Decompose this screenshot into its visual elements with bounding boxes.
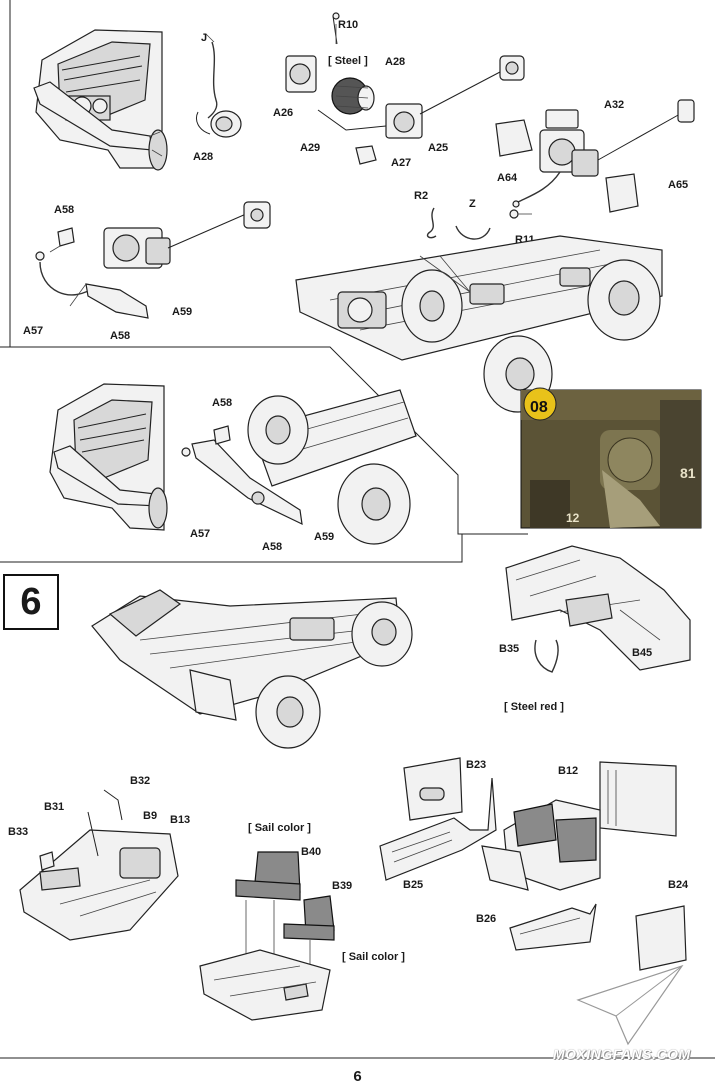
note-steel: [ Steel ]	[328, 55, 368, 67]
label-B25: B25	[403, 879, 423, 891]
label-B12: B12	[558, 765, 578, 777]
truck-front-winch-view	[33, 29, 168, 171]
label-R2: R2	[414, 190, 428, 202]
label-B26: B26	[476, 913, 496, 925]
reference-photo: 08 81 12	[520, 387, 702, 529]
inset-border-bottom	[0, 534, 463, 563]
label-A28-left: A28	[193, 151, 213, 163]
label-B24: B24	[668, 879, 689, 891]
note-sail-color-top: [ Sail color ]	[248, 822, 311, 834]
label-B31: B31	[44, 801, 64, 813]
label-B9: B9	[143, 810, 157, 822]
label-B32: B32	[130, 775, 150, 787]
photo-plate-number: 08	[530, 399, 548, 416]
label-A58-top-left: A58	[54, 204, 74, 216]
label-B23: B23	[466, 759, 486, 771]
small-parts-r2-z-r11	[426, 207, 532, 240]
winch-assembly	[285, 12, 525, 165]
label-J: J	[201, 32, 207, 44]
label-A59-left: A59	[172, 306, 192, 318]
label-B45: B45	[632, 647, 652, 659]
label-A58-inset-top: A58	[212, 397, 232, 409]
note-sail-color-bottom: [ Sail color ]	[342, 951, 405, 963]
label-A57-inset: A57	[190, 528, 210, 540]
photo-side-number: 81	[680, 465, 696, 481]
winch-variant-right	[495, 99, 695, 213]
cab-interior-b12	[481, 761, 687, 971]
note-steel-red: [ Steel red ]	[504, 701, 564, 713]
label-A59-inset: A59	[314, 531, 334, 543]
label-B35: B35	[499, 643, 519, 655]
label-B13: B13	[170, 814, 190, 826]
label-A29: A29	[300, 142, 320, 154]
label-A25: A25	[428, 142, 448, 154]
cable-j-and-drum-a28	[196, 33, 242, 138]
fender-assembly-b45	[505, 545, 691, 673]
chassis-winch-mount-variant	[181, 389, 417, 545]
label-B33: B33	[8, 826, 28, 838]
paper-plane-logo-icon	[576, 964, 684, 1046]
inset-border-top	[0, 346, 528, 535]
label-R10: R10	[338, 19, 358, 31]
label-B40: B40	[301, 846, 321, 858]
step-number-badge: 6	[3, 574, 59, 630]
label-A57-left: A57	[23, 325, 43, 337]
label-B39: B39	[332, 880, 352, 892]
door-panels-b23-b25	[379, 757, 497, 881]
truck-front-variant-view	[49, 383, 168, 531]
photo-bottom-number: 12	[566, 511, 580, 525]
chassis-step6-view	[91, 589, 413, 749]
label-A28-winch: A28	[385, 56, 405, 68]
page-number: 6	[353, 1068, 362, 1085]
label-A65: A65	[668, 179, 688, 191]
label-Z: Z	[469, 198, 476, 210]
label-A64: A64	[497, 172, 518, 184]
label-A58-bottom-left: A58	[110, 330, 130, 342]
label-A32: A32	[604, 99, 624, 111]
label-A26: A26	[273, 107, 293, 119]
watermark-text: MOXINGFANS.COM	[553, 1046, 691, 1062]
seats-b40-b39	[199, 851, 335, 1021]
label-A58-inset-bottom: A58	[262, 541, 282, 553]
chassis-with-winch-view	[295, 235, 663, 413]
floor-pan-b13	[19, 789, 179, 941]
label-A27: A27	[391, 157, 411, 169]
winch-mount-detail-left	[35, 201, 271, 319]
